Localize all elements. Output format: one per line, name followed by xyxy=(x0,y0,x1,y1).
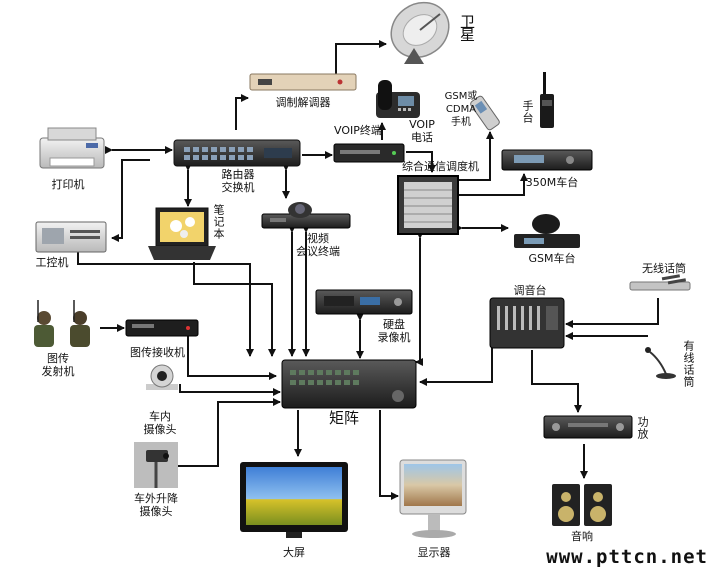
label-monitor: 显示器 xyxy=(417,546,451,559)
label-dispatcher: 综合通信调度机 xyxy=(402,160,479,173)
label-mixer: 调音台 xyxy=(513,284,547,297)
watermark: www.pttcn.net xyxy=(546,546,708,568)
label-printer: 打印机 xyxy=(51,178,85,191)
wired-mic-icon xyxy=(645,347,676,379)
label-amplifier: 功放 xyxy=(636,416,649,440)
label-gsm-car-radio: GSM车台 xyxy=(528,252,576,265)
laptop-icon xyxy=(148,207,216,260)
connection-lines xyxy=(77,40,659,500)
label-gsm-cdma-phone: GSM或 CDMA 手机 xyxy=(444,91,478,128)
matrix-switcher-icon xyxy=(281,359,417,409)
in-car-camera-icon xyxy=(146,364,178,390)
mobile-phone-icon xyxy=(470,95,500,131)
label-350m-radio: 350M车台 xyxy=(525,176,579,189)
label-wireless-mic: 无线话筒 xyxy=(642,262,686,275)
monitor-icon xyxy=(399,459,467,538)
dispatcher-cabinet-icon xyxy=(397,175,459,235)
lift-camera-icon xyxy=(134,442,178,488)
label-router: 路由器 交换机 xyxy=(221,168,255,194)
label-big-screen: 大屏 xyxy=(283,546,305,559)
mixer-icon xyxy=(489,297,565,349)
image-transmitter-icon xyxy=(34,300,90,347)
label-industrial-pc: 工控机 xyxy=(35,256,69,269)
label-voip-terminal: VOIP终端 xyxy=(334,124,382,137)
video-conference-terminal-icon xyxy=(261,202,351,229)
label-in-car-camera: 车内 摄像头 xyxy=(143,410,177,436)
router-switch-icon xyxy=(173,139,301,167)
label-image-receiver: 图传接收机 xyxy=(130,346,185,359)
wireless-mic-icon xyxy=(629,274,691,291)
speaker-icon xyxy=(552,484,612,526)
modem-icon xyxy=(249,73,357,91)
dvr-icon xyxy=(315,289,413,315)
industrial-pc-icon xyxy=(35,221,107,253)
big-screen-icon xyxy=(240,462,348,538)
label-video-conf: 视频 会议终端 xyxy=(296,232,340,258)
voip-phone-icon xyxy=(376,80,420,118)
label-handheld: 手台 xyxy=(521,100,534,124)
label-laptop: 笔记本 xyxy=(212,204,225,240)
label-satellite: 卫星 xyxy=(460,13,476,44)
label-voip-phone: VOIP 电话 xyxy=(409,118,435,144)
gsm-car-radio-icon xyxy=(514,214,580,248)
label-lift-camera: 车外升降 摄像头 xyxy=(134,492,178,518)
printer-icon xyxy=(39,127,105,169)
label-speaker: 音响 xyxy=(571,530,593,543)
label-dvr: 硬盘 录像机 xyxy=(377,318,411,344)
image-receiver-icon xyxy=(125,319,199,337)
satellite-dish-icon xyxy=(390,1,450,64)
voip-terminal-icon xyxy=(333,143,405,163)
label-modem: 调制解调器 xyxy=(275,96,331,109)
label-image-transmitter: 图传 发射机 xyxy=(41,352,75,378)
car-radio-350m-icon xyxy=(501,149,593,171)
handheld-radio-icon xyxy=(540,72,554,128)
label-wired-mic: 有线话筒 xyxy=(682,340,695,388)
label-matrix: 矩阵 xyxy=(328,409,360,427)
amplifier-icon xyxy=(543,415,633,439)
